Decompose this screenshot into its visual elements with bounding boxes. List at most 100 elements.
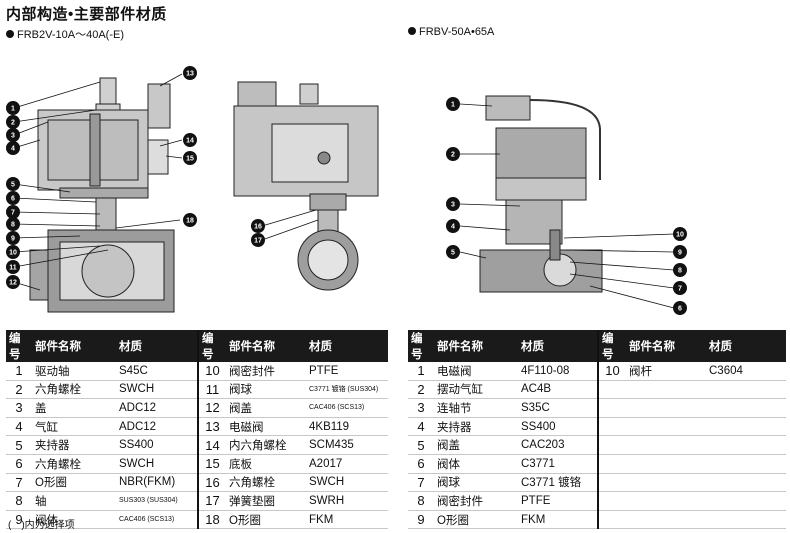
svg-text:5: 5: [451, 250, 455, 257]
callout-3: [6, 128, 20, 142]
callout-10: [673, 227, 687, 241]
right-model-text: FRBV-50A•65A: [419, 26, 495, 38]
callout-2: [446, 147, 460, 161]
cell-name: O形圈: [434, 510, 518, 530]
cell-material: [706, 417, 786, 437]
svg-text:3: 3: [451, 202, 455, 209]
cell-no: 7: [6, 473, 32, 493]
cell-no: 4: [408, 417, 434, 437]
cell-no: [597, 380, 626, 400]
cell-name: [626, 473, 706, 493]
svg-text:10: 10: [676, 232, 684, 239]
svg-text:6: 6: [678, 306, 682, 313]
cell-material: SWCH: [116, 380, 198, 400]
cell-no: 5: [408, 435, 434, 455]
cell-material: [706, 510, 786, 530]
cell-name: O形圈: [32, 473, 116, 493]
cell-name: [626, 491, 706, 511]
cell-no: 15: [197, 454, 226, 474]
cell-material: [706, 398, 786, 418]
callout-5: [446, 245, 460, 259]
page-title: 内部构造•主要部件材质: [6, 6, 167, 23]
footnote: ( )内为选择项: [8, 520, 75, 531]
cell-material: CAC203: [518, 435, 598, 455]
cell-material: NBR(FKM): [116, 473, 198, 493]
cell-material: PTFE: [306, 362, 388, 381]
cell-no: 16: [197, 473, 226, 493]
cell-material: CAC406 (SCS13): [306, 398, 388, 418]
cell-name: [626, 454, 706, 474]
svg-text:7: 7: [678, 286, 682, 293]
cell-no: 6: [408, 454, 434, 474]
left-model-text: FRB2V-10A～40A(-E): [17, 29, 124, 41]
cell-material: FKM: [518, 510, 598, 530]
cell-name: 阀球: [434, 473, 518, 493]
header-name: 部件名称: [434, 330, 518, 362]
header-material: 材质: [116, 330, 198, 362]
header-material: 材质: [306, 330, 388, 362]
svg-text:18: 18: [186, 218, 194, 225]
cell-no: 3: [408, 398, 434, 418]
cell-no: [597, 417, 626, 437]
cell-material: SCM435: [306, 435, 388, 455]
bullet-icon: [408, 27, 416, 35]
svg-text:2: 2: [11, 120, 15, 127]
cell-material: C3771: [518, 454, 598, 474]
svg-text:8: 8: [678, 268, 682, 275]
cell-material: PTFE: [518, 491, 598, 511]
cell-no: [597, 398, 626, 418]
cell-no: 12: [197, 398, 226, 418]
callout-10: [6, 245, 20, 259]
cell-name: 内六角螺栓: [226, 435, 306, 455]
right-model-label: FRBV-50A•65A: [408, 26, 494, 38]
cell-material: C3604: [706, 362, 786, 381]
callout-3: [446, 197, 460, 211]
cell-material: ADC12: [116, 417, 198, 437]
callout-18: [183, 213, 197, 227]
cell-material: ADC12: [116, 398, 198, 418]
callout-4: [446, 219, 460, 233]
callout-9: [673, 245, 687, 259]
cell-name: 弹簧垫圈: [226, 491, 306, 511]
cell-material: 4F110-08: [518, 362, 598, 381]
cell-no: 10: [597, 362, 626, 381]
cell-no: 18: [197, 510, 226, 530]
cell-material: C3771 镀铬 (SUS304): [306, 380, 388, 400]
frb2v-section-drawing: 13 1 2 3 4 14 15 5 6 7 8 18 9 10 11 12: [6, 66, 197, 313]
svg-text:1: 1: [451, 102, 455, 109]
cell-name: 夹持器: [434, 417, 518, 437]
callout-2: [6, 115, 20, 129]
cell-name: 阀盖: [226, 398, 306, 418]
frbv-section-drawing: 1 2 3 4 5 10 9 8 7 6: [446, 95, 687, 315]
cell-no: 6: [6, 454, 32, 474]
callout-8: [6, 217, 20, 231]
svg-text:3: 3: [11, 133, 15, 140]
callout-9: [6, 231, 20, 245]
svg-text:15: 15: [186, 156, 194, 163]
svg-text:9: 9: [678, 250, 682, 257]
cell-no: [597, 454, 626, 474]
cell-no: 9: [408, 510, 434, 530]
header-no: 编号: [597, 330, 626, 362]
cell-no: 14: [197, 435, 226, 455]
cell-no: 1: [408, 362, 434, 381]
callout-6: [673, 301, 687, 315]
callout-4: [6, 141, 20, 155]
cell-name: 盖: [32, 398, 116, 418]
svg-text:5: 5: [11, 182, 15, 189]
svg-text:11: 11: [9, 265, 17, 272]
cell-no: 11: [197, 380, 226, 400]
cell-no: 2: [408, 380, 434, 400]
cell-material: SWCH: [306, 473, 388, 493]
cell-name: 驱动轴: [32, 362, 116, 381]
